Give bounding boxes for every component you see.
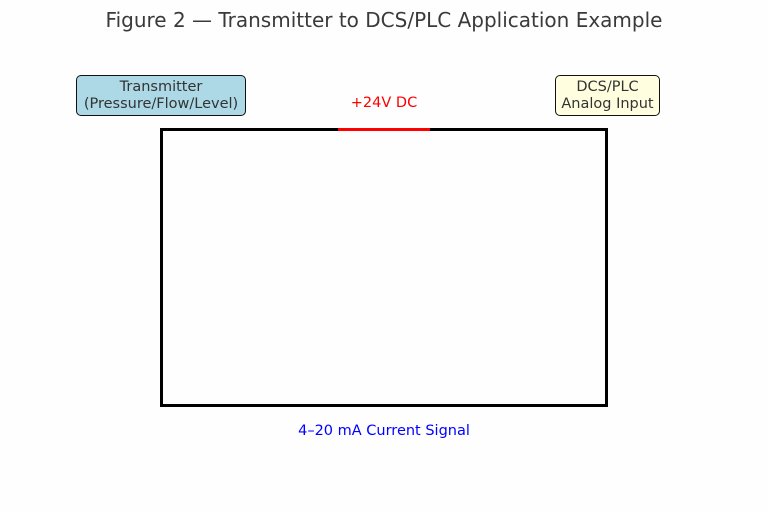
dcs-plc-label: DCS/PLC	[576, 79, 639, 95]
transmitter-type-label: (Pressure/Flow/Level)	[83, 96, 239, 112]
transmitter-box: Transmitter (Pressure/Flow/Level)	[76, 75, 246, 116]
figure-title: Figure 2 — Transmitter to DCS/PLC Applic…	[105, 8, 663, 32]
analog-input-label: Analog Input	[561, 96, 654, 112]
supply-wire-segment	[338, 128, 430, 131]
signal-label: 4–20 mA Current Signal	[298, 423, 470, 439]
current-loop-wire	[160, 128, 608, 407]
dcs-plc-box: DCS/PLC Analog Input	[555, 75, 660, 116]
supply-voltage-label: +24V DC	[350, 95, 418, 111]
transmitter-label: Transmitter	[119, 79, 203, 95]
